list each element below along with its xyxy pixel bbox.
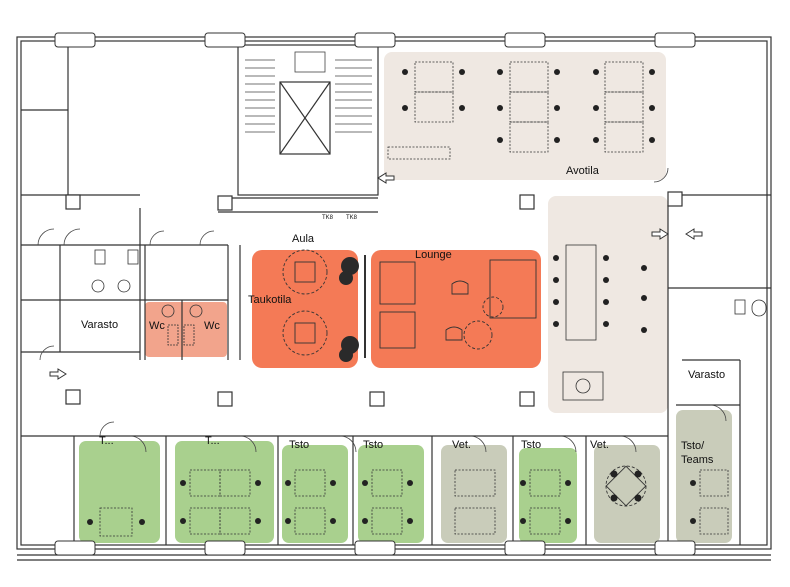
room-zone-7[interactable] [594,445,660,543]
label-aula: Aula [292,233,315,245]
arrow-left-icon [377,172,703,240]
doors [37,167,727,453]
meeting-chairs [553,255,647,333]
label-wc-2: Wc [204,320,220,332]
label-varasto-right: Varasto [688,369,726,381]
plant-icon [339,257,359,362]
room-desks [99,469,729,537]
room-zone-4[interactable] [358,445,424,543]
windows-top [54,32,696,556]
label-room-8-line2: Teams [681,454,714,466]
taukotila-tables [282,249,328,356]
room-zone-6[interactable] [519,448,577,543]
label-room-3: Tsto [289,439,310,451]
lounge-zone[interactable] [371,250,541,368]
label-room-2: T... [205,435,220,447]
label-avotila: Avotila [566,165,599,177]
staircase-icon [245,51,372,133]
arrow-right-icon [49,228,669,380]
room-zone-3[interactable] [282,445,348,543]
label-tk-1: TK8 [322,215,334,221]
label-taukotila: Taukotila [248,294,292,306]
label-room-1: T... [99,435,114,447]
meeting-zone-right[interactable] [548,196,668,413]
label-lounge: Lounge [415,249,452,261]
room-chairs [87,470,696,525]
lounge-furniture [379,259,537,350]
label-wc-1: Wc [149,320,165,332]
label-room-7: Vet. [590,439,609,451]
walls [16,36,772,561]
wc-zone[interactable] [145,302,227,357]
open-area-desks [387,61,644,160]
office-chair-icon [402,69,655,143]
label-room-5: Vet. [452,439,471,451]
label-varasto-left: Varasto [81,319,119,331]
open-area-zone[interactable] [384,52,666,180]
label-room-8-line1: Tsto/ [681,440,705,452]
room-zone-1[interactable] [79,441,160,543]
label-room-6: Tsto [521,439,542,451]
taukotila-zone[interactable] [252,250,358,368]
room-zone-8[interactable] [676,410,732,543]
label-tk-2: TK8 [346,215,358,221]
room-zone-5[interactable] [441,445,507,543]
room-zone-2[interactable] [175,441,274,543]
label-room-4: Tsto [363,439,384,451]
toilet-icon [91,249,767,346]
meeting-table [562,244,604,401]
